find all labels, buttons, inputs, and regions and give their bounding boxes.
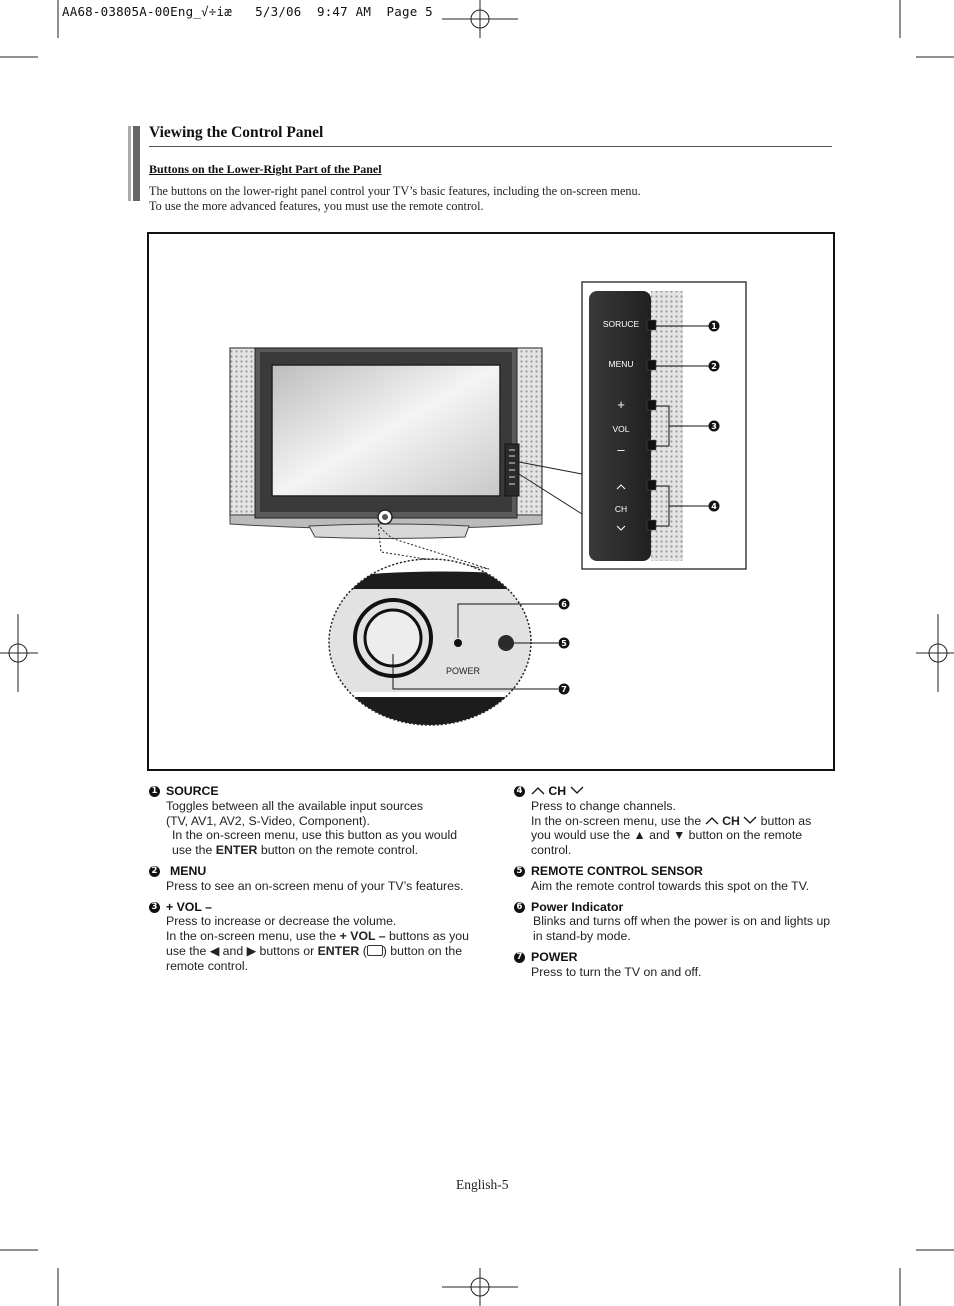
print-slug: AA68-03805A-00Eng_√÷iæ 5/3/06 9:47 AM Pa… [62,4,433,19]
item-text: Press to increase or decrease the volume… [166,914,397,929]
item-number: 3 [149,901,160,913]
item-text: Press to see an on-screen menu of your T… [166,878,464,893]
intro-line: To use the more advanced features, you m… [149,198,484,213]
descriptions-left: 1 SOURCE Toggles between all the availab… [149,784,479,980]
svg-text:3: 3 [711,422,717,431]
item-indicator: 6 Power Indicator Blinks and turns off w… [514,900,834,944]
item-title: MENU [170,863,207,878]
ch-up-icon [531,787,545,795]
item-text: Blinks and turns off when the power is o… [533,914,831,944]
svg-text:5: 5 [561,639,567,648]
descriptions-right: 4 CH Press to change channels. In the on… [514,784,834,986]
svg-text:7: 7 [561,685,567,694]
item-title: Power Indicator [531,899,624,914]
panel-label-source: SORUCE [603,319,640,329]
item-note: In the on-screen menu, use this button a… [172,828,458,858]
item-text: Aim the remote control towards this spot… [531,878,810,893]
svg-text:1: 1 [711,322,717,331]
page-footer: English-5 [456,1177,509,1192]
tv-front [229,347,543,539]
item-number: 1 [149,786,160,797]
up-triangle-icon: ▲ [633,828,646,843]
item-power: 7 POWER Press to turn the TV on and off. [514,950,834,980]
item-text: In the on-screen menu, use the + VOL – b… [166,929,469,973]
item-title: + VOL – [166,899,212,914]
callout-7: 7 [558,683,570,695]
ch-up-arrow-icon [616,484,626,490]
panel-label-vol: VOL [612,424,629,434]
panel-callouts: 1 2 3 4 [708,320,720,512]
item-source: 1 SOURCE Toggles between all the availab… [149,784,479,858]
zoom-lines [518,461,583,515]
item-vol: 3 + VOL – Press to increase or decrease … [149,900,479,974]
item-text: In the on-screen menu, use the CH button… [531,813,812,858]
item-text: Press to turn the TV on and off. [531,964,702,979]
panel-label-vol-minus: – [617,442,625,457]
figure-frame [147,232,835,771]
item-menu: 2 MENU Press to see an on-screen menu of… [149,864,479,894]
right-triangle-icon: ▶ [246,943,257,958]
slug-time: 9:47 AM [316,4,372,19]
subheading: Buttons on the Lower-Right Part of the P… [149,162,382,176]
slug-date: 5/3/06 [255,4,302,19]
power-label: POWER [446,666,481,676]
ch-down-arrow-icon [616,525,626,531]
panel-label-vol-plus: + [617,397,625,412]
side-panel-zoom: SORUCE MENU + VOL – CH [581,281,747,570]
panel-label-menu: MENU [608,359,633,369]
item-text: Press to change channels. [531,798,676,813]
item-text: Toggles between all the available input … [166,798,424,813]
ch-down-icon [570,786,584,794]
item-ch: 4 CH Press to change channels. In the on… [514,784,834,858]
callout-3: 3 [708,420,720,432]
control-panel-illustration: SORUCE MENU + VOL – CH 1 2 3 4 [229,281,747,726]
ch-down-icon [743,816,757,824]
enter-key-icon [366,944,383,956]
svg-text:4: 4 [711,502,717,511]
intro-paragraph: The buttons on the lower-right panel con… [149,184,641,213]
section-title: Viewing the Control Panel [149,124,324,141]
title-divider [149,146,832,147]
callout-1: 1 [708,320,720,332]
slug-file: AA68-03805A-00Eng_√÷iæ [62,4,232,19]
item-sensor: 5 REMOTE CONTROL SENSOR Aim the remote c… [514,864,834,894]
intro-line: The buttons on the lower-right panel con… [149,184,641,198]
item-number: 5 [514,865,525,877]
left-triangle-icon: ◀ [209,943,220,958]
item-title: CH [531,784,834,799]
item-number: 7 [514,951,525,963]
svg-text:2: 2 [711,362,717,371]
callout-4: 4 [708,500,720,512]
item-title: REMOTE CONTROL SENSOR [531,863,703,878]
item-title: POWER [531,949,578,964]
panel-label-ch: CH [615,504,627,514]
power-area-zoom: POWER 6 5 7 [328,523,570,726]
item-text: (TV, AV1, AV2, S-Video, Component). [166,813,370,828]
svg-text:6: 6 [561,600,567,609]
item-title: SOURCE [166,784,219,798]
item-number: 4 [514,786,525,797]
item-number: 6 [514,901,525,913]
item-number: 2 [149,865,160,877]
callout-5: 5 [558,637,570,649]
down-triangle-icon: ▼ [673,828,686,843]
section-marker-bar [128,126,140,201]
callout-2: 2 [708,360,720,372]
callout-6: 6 [558,598,570,610]
ch-up-icon [705,816,719,825]
slug-page: Page 5 [386,4,433,19]
